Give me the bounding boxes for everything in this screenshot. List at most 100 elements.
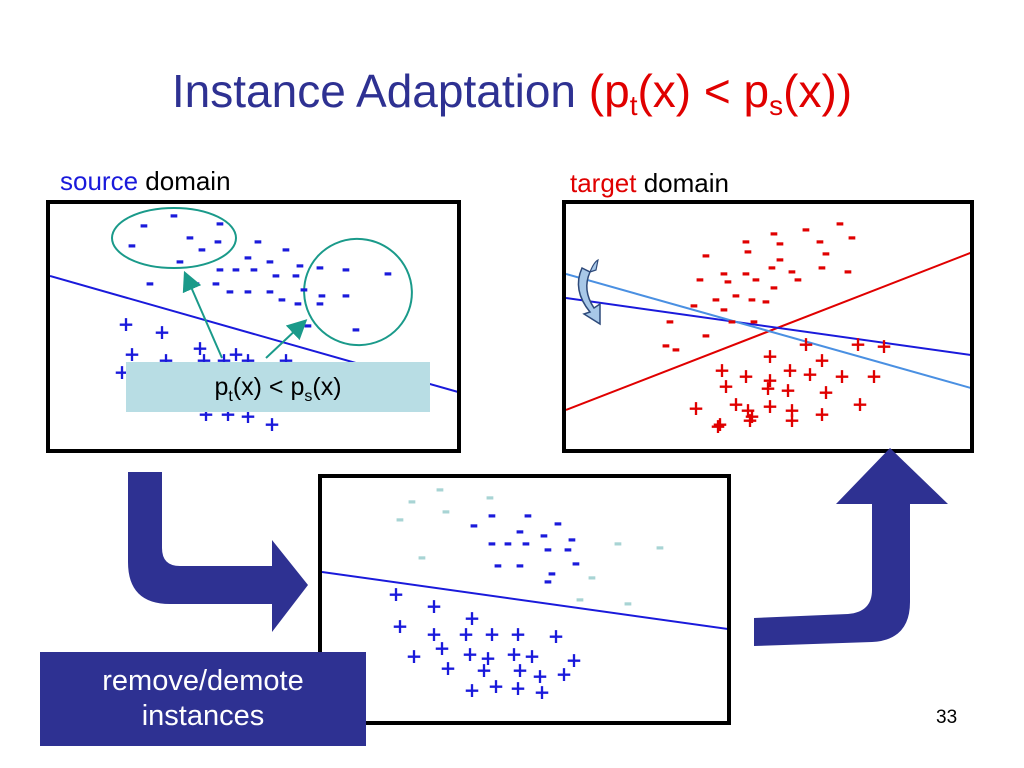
- target-plot: ---------------------------------- +++++…: [566, 212, 970, 438]
- positive-mark: +: [710, 414, 727, 438]
- negative-mark: -: [793, 268, 802, 293]
- demoted-negative-mark: -: [655, 536, 664, 561]
- positive-mark: +: [556, 662, 573, 686]
- target-positives: ++++++++++++++++++++++++++++: [688, 332, 893, 438]
- positive-mark: +: [814, 348, 831, 372]
- positive-mark: +: [866, 364, 883, 388]
- positive-mark: +: [760, 376, 777, 400]
- negative-mark: -: [197, 238, 206, 263]
- negative-mark: -: [723, 270, 732, 295]
- positive-mark: +: [506, 642, 523, 666]
- negative-mark: -: [341, 284, 350, 309]
- negative-mark: -: [743, 240, 752, 265]
- negative-mark: -: [277, 288, 286, 313]
- source-ellipse-right: [303, 237, 413, 347]
- negative-mark: -: [503, 532, 512, 557]
- positive-mark: +: [510, 676, 527, 700]
- positive-mark: +: [264, 412, 281, 436]
- negative-mark: -: [215, 258, 224, 283]
- negative-mark: -: [265, 280, 274, 305]
- curved-arrow-up-icon: [754, 448, 948, 646]
- negative-mark: -: [185, 226, 194, 251]
- negative-mark: -: [315, 256, 324, 281]
- negative-mark: -: [719, 262, 728, 287]
- positive-mark: +: [488, 674, 505, 698]
- positive-mark: +: [814, 402, 831, 426]
- remove-demote-box: remove/demote instances: [40, 652, 366, 746]
- positive-mark: +: [712, 412, 729, 436]
- negative-mark: -: [689, 294, 698, 319]
- positive-mark: +: [426, 622, 443, 646]
- negative-mark: -: [249, 258, 258, 283]
- negative-mark: -: [543, 538, 552, 563]
- negative-mark: -: [665, 310, 674, 335]
- negative-mark: -: [315, 292, 324, 317]
- adapted-domain-panel: ----------- ----------------- ++++++++++…: [318, 474, 731, 725]
- demoted-negative-mark: -: [613, 532, 622, 557]
- positive-mark: +: [154, 320, 171, 344]
- target-negatives: ----------------------------------: [661, 212, 856, 363]
- negative-mark: -: [523, 504, 532, 529]
- demoted-negative-mark: -: [395, 508, 404, 533]
- positive-mark: +: [532, 664, 549, 688]
- negative-mark: -: [847, 226, 856, 251]
- negative-mark: -: [383, 262, 392, 287]
- positive-mark: +: [462, 642, 479, 666]
- positive-mark: +: [524, 644, 541, 668]
- slide-title: Instance Adaptation (pt(x) < ps(x)): [0, 65, 1024, 121]
- positive-mark: +: [818, 380, 835, 404]
- positive-mark: +: [740, 398, 757, 422]
- source-domain-panel: ----------------------------------- ++++…: [46, 200, 461, 453]
- negative-mark: -: [145, 272, 154, 297]
- negative-mark: -: [671, 338, 680, 363]
- negative-mark: -: [767, 256, 776, 281]
- source-domain-caption: source domain: [60, 168, 231, 194]
- negative-mark: -: [487, 532, 496, 557]
- negative-mark: -: [539, 524, 548, 549]
- positive-mark: +: [852, 392, 869, 416]
- positive-mark: +: [484, 622, 501, 646]
- positive-mark: +: [406, 644, 423, 668]
- negative-mark: -: [253, 230, 262, 255]
- demoted-negative-mark: -: [441, 500, 450, 525]
- negative-mark: -: [351, 318, 360, 343]
- negative-mark: -: [169, 204, 178, 229]
- demoted-negative-mark: -: [485, 486, 494, 511]
- positive-mark: +: [738, 364, 755, 388]
- positive-mark: +: [876, 334, 893, 358]
- positive-mark: +: [228, 342, 245, 366]
- positive-mark: +: [784, 398, 801, 422]
- negative-mark: -: [299, 278, 308, 303]
- demoted-negative-mark: -: [623, 592, 632, 617]
- negative-mark: -: [787, 260, 796, 285]
- negative-mark: -: [515, 520, 524, 545]
- adapted-positives: +++++++++++++++++++++++++: [388, 582, 583, 704]
- negative-mark: -: [769, 276, 778, 301]
- negative-mark: -: [751, 268, 760, 293]
- target-adapted-boundary: [566, 273, 970, 389]
- negative-mark: -: [215, 212, 224, 237]
- negative-mark: -: [761, 290, 770, 315]
- negative-mark: -: [127, 234, 136, 259]
- positive-mark: +: [798, 332, 815, 356]
- positive-mark: +: [440, 656, 457, 680]
- title-main: Instance Adaptation: [171, 65, 589, 117]
- positive-mark: +: [392, 614, 409, 638]
- negative-mark: -: [775, 248, 784, 273]
- demoted-negative-mark: -: [417, 546, 426, 571]
- negative-mark: -: [749, 310, 758, 335]
- negative-mark: -: [769, 222, 778, 247]
- title-formula: (pt(x) < ps(x)): [588, 65, 853, 121]
- negative-mark: -: [521, 532, 530, 557]
- negative-mark: -: [695, 268, 704, 293]
- negative-mark: -: [821, 242, 830, 267]
- positive-mark: +: [458, 622, 475, 646]
- positive-mark: +: [388, 582, 405, 606]
- negative-mark: -: [701, 324, 710, 349]
- positive-mark: +: [744, 404, 761, 428]
- positive-mark: +: [512, 658, 529, 682]
- positive-mark: +: [510, 622, 527, 646]
- negative-mark: -: [711, 288, 720, 313]
- positive-mark: +: [834, 364, 851, 388]
- negative-mark: -: [843, 260, 852, 285]
